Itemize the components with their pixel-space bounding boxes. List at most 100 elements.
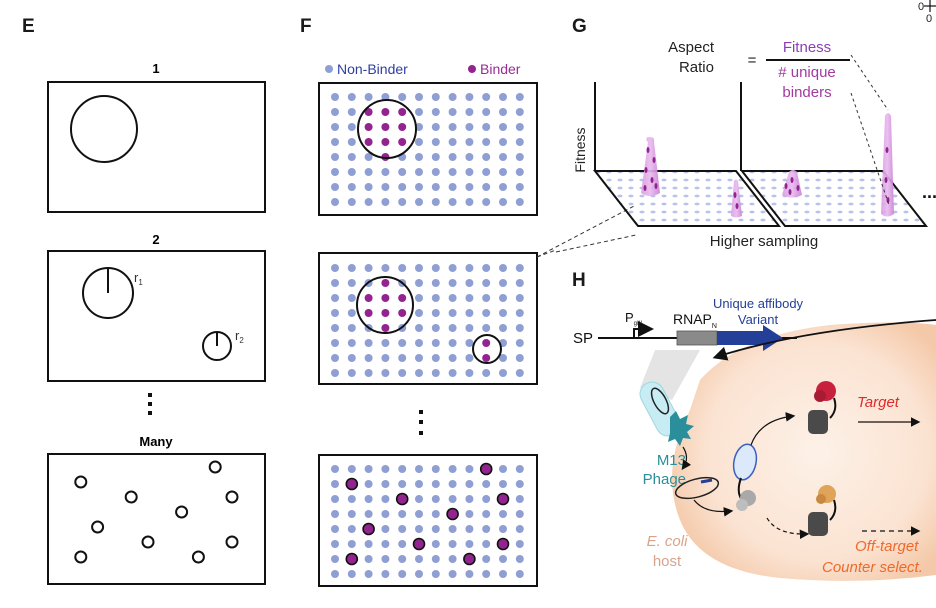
- x-axis-label: Higher sampling: [710, 233, 818, 250]
- non-binder-dot: [515, 93, 524, 101]
- binder-dot: [364, 123, 373, 131]
- non-binder-dot: [381, 354, 390, 362]
- binder-dot: [446, 507, 459, 521]
- m13-phage-icon: [639, 381, 694, 446]
- non-binder-dot: [415, 153, 423, 161]
- host-label-line1: E. coli: [647, 533, 689, 550]
- binder-dot: [381, 123, 390, 131]
- non-binder-dot: [499, 153, 507, 161]
- non-binder-dot: [465, 510, 474, 518]
- panel-f-box-3: [318, 454, 538, 587]
- non-binder-dot: [482, 198, 491, 206]
- non-binder-dot: [398, 339, 407, 347]
- non-binder-dot: [482, 138, 491, 146]
- non-binder-dot: [381, 480, 390, 488]
- small-peak-circle: [91, 520, 105, 534]
- panel-e-title-1: 1: [152, 61, 159, 76]
- non-binder-dot: [331, 198, 339, 206]
- peak-binder-spot: [885, 147, 889, 153]
- non-binder-dot: [448, 183, 457, 191]
- non-binder-dot: [381, 495, 390, 503]
- non-binder-dot: [347, 309, 356, 317]
- non-binder-dot: [331, 480, 339, 488]
- legend-binder-marker: [468, 65, 476, 73]
- offtarget-label-line2: Counter select.: [822, 559, 923, 576]
- panel-f-box-2: [318, 252, 538, 385]
- non-binder-dot: [465, 354, 474, 362]
- non-binder-dot: [398, 183, 407, 191]
- non-binder-dot: [364, 153, 373, 161]
- non-binder-dot: [515, 555, 524, 563]
- fitness-peak-broad: [782, 170, 802, 198]
- non-binder-dot: [431, 480, 440, 488]
- non-binder-dot: [465, 369, 474, 377]
- non-binder-dot: [448, 480, 457, 488]
- non-binder-dot: [364, 495, 373, 503]
- non-binder-dot: [364, 540, 373, 548]
- non-binder-dot: [499, 93, 507, 101]
- binder-dot: [381, 279, 390, 287]
- non-binder-dot: [465, 264, 474, 272]
- cycle-return-arrow: [712, 319, 936, 361]
- aspect-label-line2: Ratio: [679, 59, 714, 76]
- ecoli-host-cell: [672, 322, 936, 581]
- small-peak-circle: [124, 490, 138, 504]
- non-binder-dot: [415, 264, 423, 272]
- non-binder-dot: [515, 465, 524, 473]
- non-binder-dot: [331, 570, 339, 578]
- non-binder-dot: [381, 555, 390, 563]
- binder-dot: [398, 294, 407, 302]
- non-binder-dot: [499, 354, 507, 362]
- non-binder-dot: [415, 309, 423, 317]
- projection-line-numerator: [850, 54, 889, 111]
- non-binder-dot: [448, 354, 457, 362]
- non-binder-dot: [431, 555, 440, 563]
- non-binder-dot: [364, 354, 373, 362]
- peak-binder-spot: [643, 185, 647, 191]
- non-binder-dot: [347, 279, 356, 287]
- small-peak-circle: [141, 535, 155, 549]
- non-binder-dot: [331, 264, 339, 272]
- legend-non-binder-marker: [325, 65, 333, 73]
- non-binder-dot: [431, 198, 440, 206]
- non-binder-dot: [331, 525, 339, 533]
- binding-target-arrow: [750, 412, 796, 446]
- non-binder-dot: [431, 123, 440, 131]
- small-peak-circle: [208, 460, 222, 474]
- non-binder-dot: [431, 138, 440, 146]
- non-binder-dot: [448, 123, 457, 131]
- non-binder-dot: [431, 570, 440, 578]
- denominator-line1: # unique: [778, 64, 836, 81]
- target-label: Target: [857, 394, 900, 411]
- non-binder-dot: [482, 153, 491, 161]
- non-binder-dot: [482, 324, 491, 332]
- non-binder-dot: [499, 138, 507, 146]
- plasmid-variant-segment: [700, 478, 713, 484]
- non-binder-dot: [415, 108, 423, 116]
- non-binder-dot: [499, 465, 507, 473]
- non-binder-dot: [364, 339, 373, 347]
- non-binder-dot: [415, 525, 423, 533]
- non-binder-dot: [431, 465, 440, 473]
- non-binder-dot: [448, 93, 457, 101]
- fitness-peak-small: [731, 179, 742, 218]
- promoter-arrow-icon: [633, 321, 654, 338]
- non-binder-dot: [499, 369, 507, 377]
- binder-dot: [381, 108, 390, 116]
- non-binder-dot: [465, 168, 474, 176]
- non-binder-dot: [347, 138, 356, 146]
- panel-e-title-many: Many: [139, 434, 173, 449]
- non-binder-dot: [347, 525, 356, 533]
- binder-dot: [345, 477, 359, 491]
- non-binder-dot: [398, 570, 407, 578]
- non-binder-dot: [415, 294, 423, 302]
- non-binder-dot: [398, 525, 407, 533]
- binder-dot: [496, 492, 510, 506]
- non-binder-dot: [415, 93, 423, 101]
- panel-f-cluster-circle-2a: [356, 276, 414, 334]
- variant-label-line1: Unique affibody: [713, 296, 804, 311]
- non-binder-dot: [331, 123, 339, 131]
- non-binder-dot: [448, 108, 457, 116]
- panel-label-h: H: [572, 270, 586, 291]
- non-binder-dot: [331, 369, 339, 377]
